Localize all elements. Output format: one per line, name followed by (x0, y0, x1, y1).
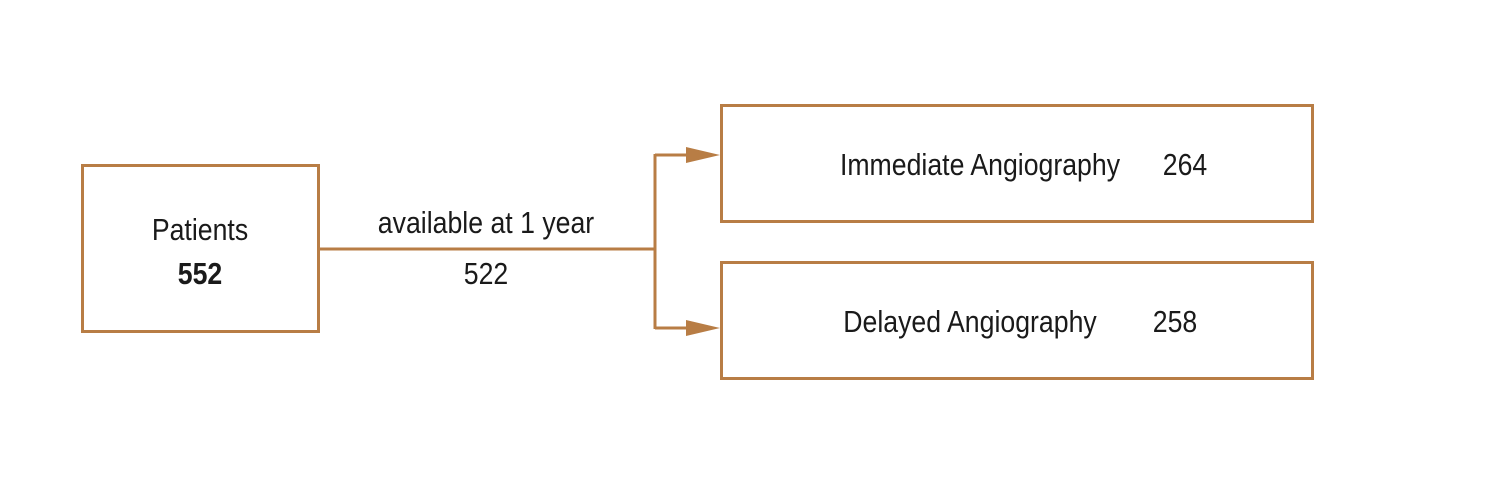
delayed-angiography-label: Delayed Angiography (843, 304, 1097, 339)
flow-count: 522 (463, 256, 509, 291)
immediate-angiography-count: 264 (1162, 147, 1208, 182)
patients-box (81, 164, 320, 333)
top-arrowhead (686, 147, 720, 163)
patients-count: 552 (177, 256, 223, 291)
flow-label: available at 1 year (377, 205, 595, 240)
immediate-angiography-box (720, 104, 1314, 223)
bottom-arrowhead (686, 320, 720, 336)
patients-label: Patients (151, 212, 249, 247)
immediate-angiography-label: Immediate Angiography (839, 147, 1121, 182)
delayed-angiography-box (720, 261, 1314, 380)
delayed-angiography-count: 258 (1152, 304, 1198, 339)
